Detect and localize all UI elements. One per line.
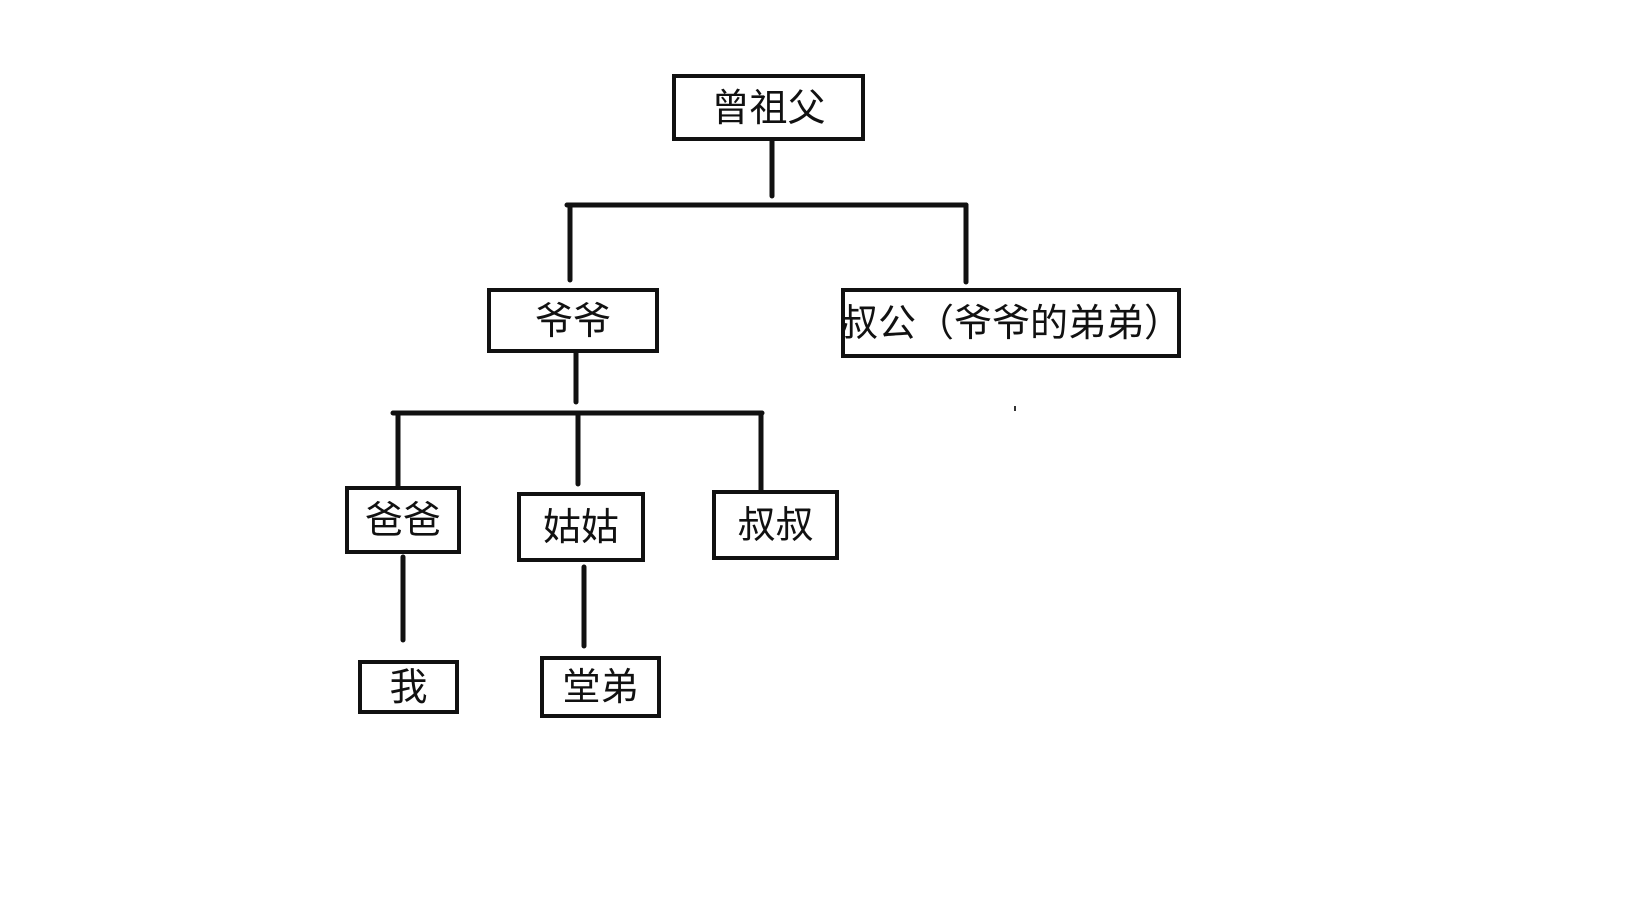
node-father-label: 爸爸: [364, 498, 441, 542]
stray-mark: [1014, 406, 1016, 411]
node-aunt-label: 姑姑: [542, 505, 619, 549]
node-me-label: 我: [389, 665, 428, 709]
node-me: 我: [358, 660, 459, 714]
node-grand-uncle: 叔公（爷爷的弟弟）: [840, 288, 1183, 358]
node-uncle: 叔叔: [712, 490, 839, 560]
node-father: 爸爸: [345, 486, 461, 554]
node-grandfather: 爷爷: [487, 288, 659, 353]
node-grandfather-label: 爷爷: [534, 298, 611, 343]
node-great-grandfather: 曾祖父: [672, 74, 865, 141]
node-grand-uncle-label: 叔公（爷爷的弟弟）: [840, 301, 1183, 345]
node-cousin-label: 堂弟: [562, 665, 639, 709]
node-great-grandfather-label: 曾祖父: [711, 85, 826, 130]
node-uncle-label: 叔叔: [737, 503, 814, 547]
node-cousin: 堂弟: [540, 656, 661, 718]
node-aunt: 姑姑: [517, 492, 645, 562]
